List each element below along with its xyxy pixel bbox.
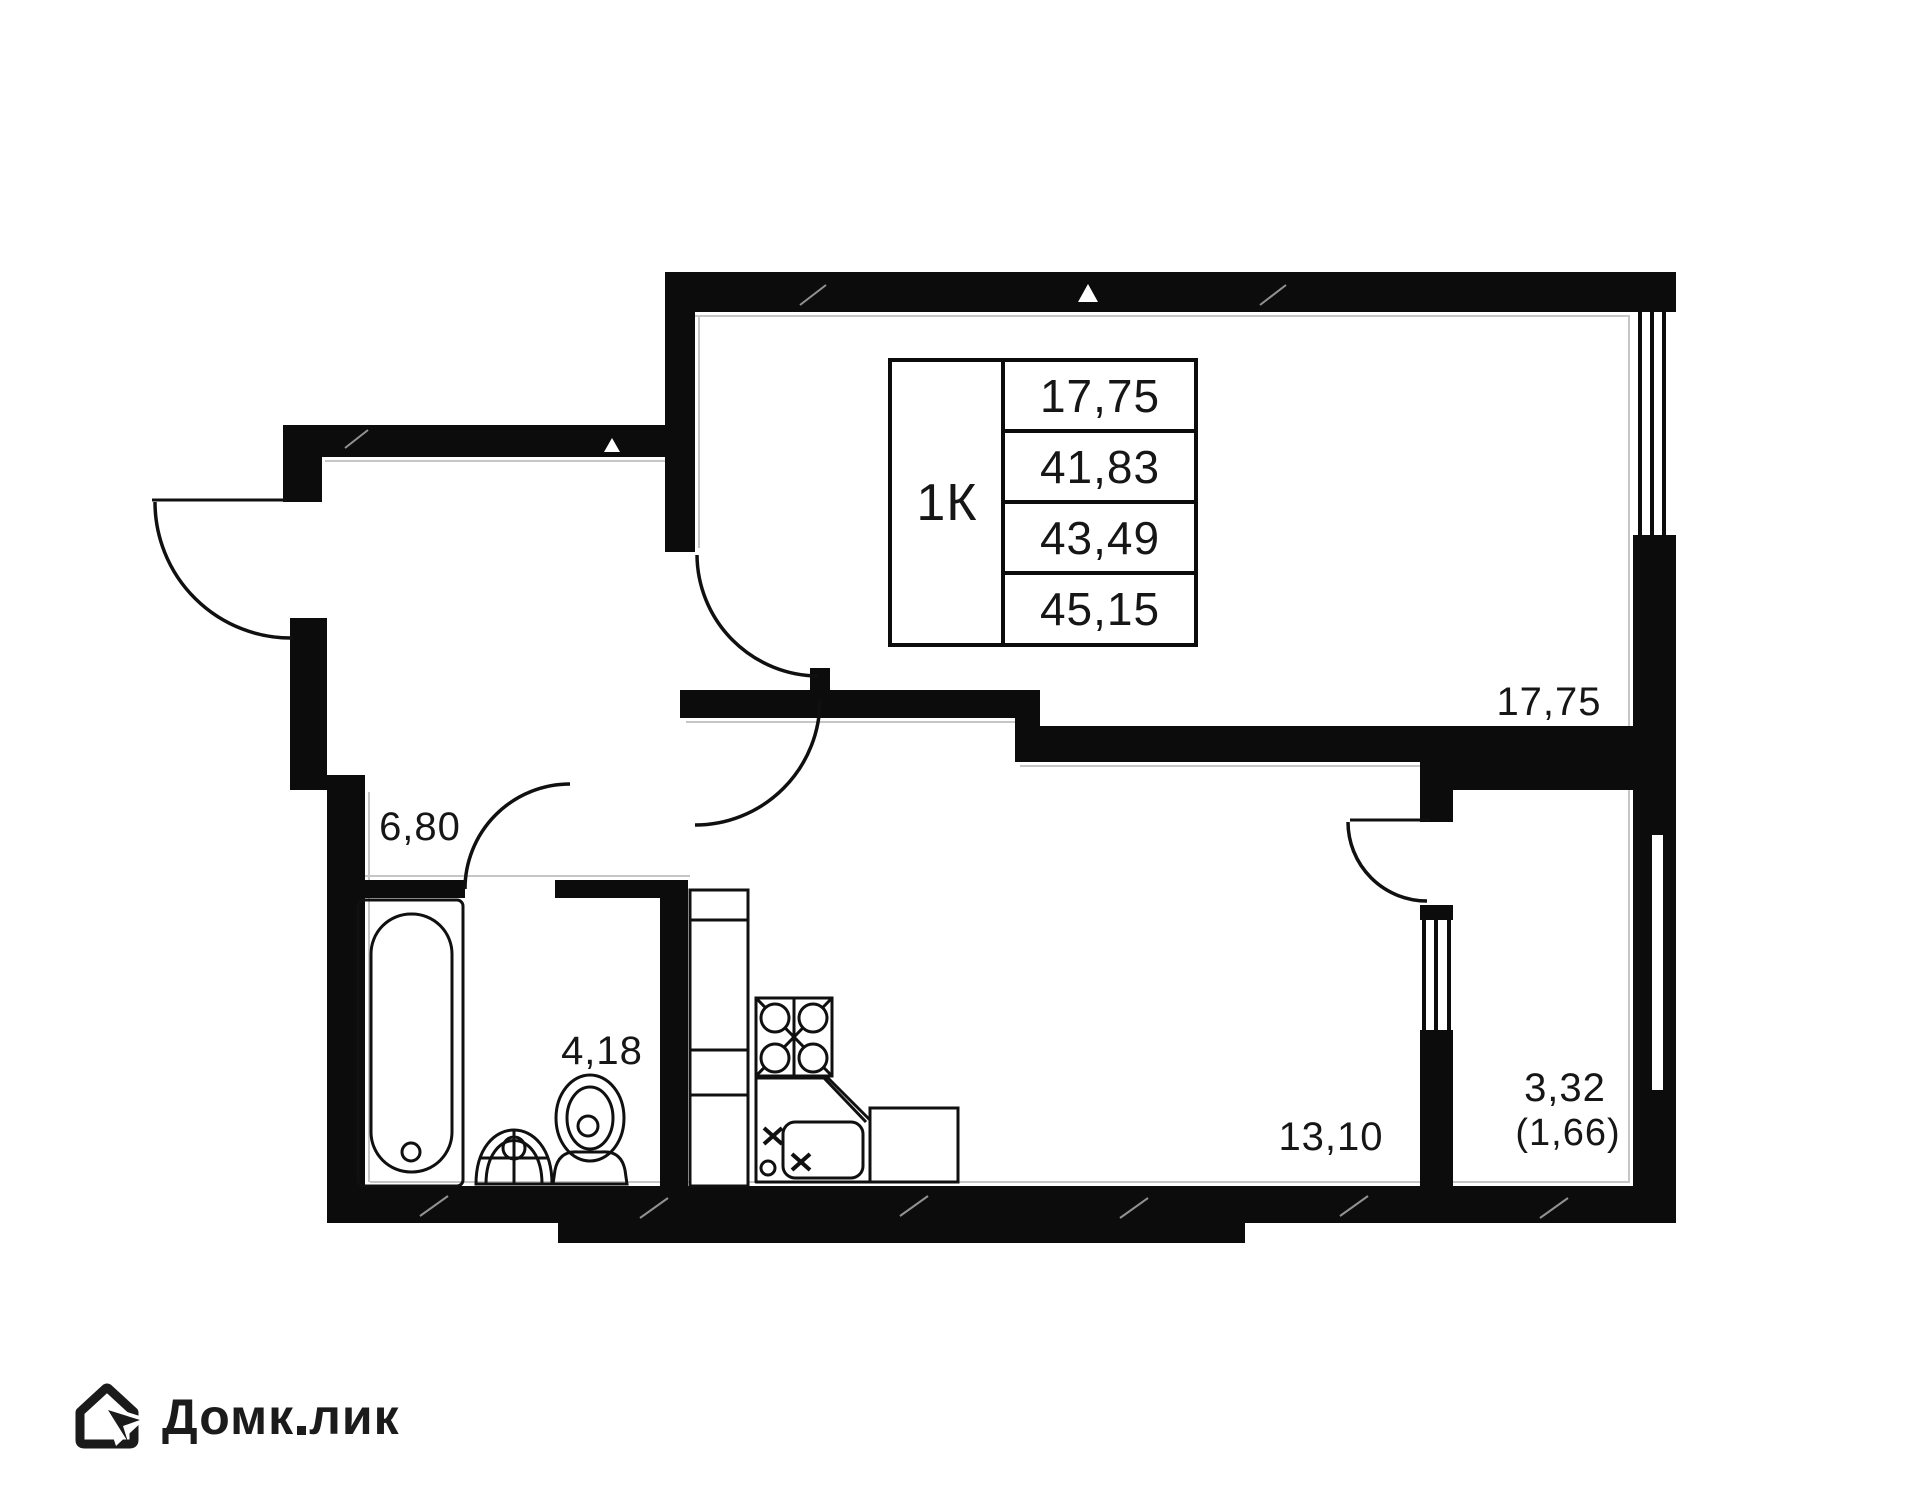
logo-text-part2: лик (309, 1389, 400, 1445)
domklik-logo: Домк лик (66, 1378, 400, 1456)
wall-bath-top-right (555, 880, 688, 898)
tap-marks (762, 1126, 812, 1172)
balcony-outer-window (1652, 835, 1663, 1090)
logo-text-part1: Домк (162, 1389, 295, 1445)
wall-balcony-lower (1420, 1030, 1453, 1186)
house-icon (75, 1383, 146, 1449)
table-value-row4: 45,15 (1040, 583, 1160, 635)
bathroom-fixtures (356, 898, 629, 1188)
wall-top (665, 272, 1676, 312)
table-value-row1: 17,75 (1040, 370, 1160, 422)
wall-hall-top (283, 425, 690, 457)
wall-balcony-win-cap-top (1420, 905, 1453, 920)
table-value-row2: 41,83 (1040, 441, 1160, 493)
entrance-door-arc (153, 501, 294, 640)
livingroom-door-arc (695, 554, 819, 678)
wall-markers (344, 284, 1569, 1219)
kitchen-fixtures (688, 888, 960, 1188)
hallway-door-arc (694, 699, 822, 827)
kitchen-sink (754, 1076, 874, 1184)
wall-livingroom-left (665, 312, 695, 552)
kitchen-counter (688, 888, 750, 1188)
unit-type-label: 1К (916, 474, 977, 532)
room-label-balcony: 3,32 (1524, 1066, 1606, 1110)
table-value-row3: 43,49 (1040, 512, 1160, 564)
stove (754, 996, 834, 1078)
walls (283, 272, 1676, 1243)
bathroom-door-arc (463, 782, 571, 890)
windows (1422, 312, 1666, 1030)
room-label-balcony-reduced: (1,66) (1515, 1112, 1620, 1154)
unit-info-table: 1К 17,75 41,83 43,49 45,15 (888, 358, 1198, 647)
wall-bath-top-left (327, 880, 465, 898)
bathtub (356, 898, 465, 1188)
wall-triangle-marker (604, 438, 620, 452)
wall-balcony-top (1420, 726, 1676, 790)
wall-bath-right (660, 880, 688, 1186)
room-labels: 6,80 4,18 13,10 17,75 3,32 (1,66) (377, 678, 1622, 1161)
logo-dot (297, 1426, 307, 1435)
wall-mid-a (680, 690, 1040, 718)
doors (152, 498, 1430, 903)
wall-scratches (344, 284, 1569, 1219)
toilet (551, 1073, 629, 1186)
wall-bottom-step (558, 1223, 1245, 1243)
sink (474, 1128, 554, 1186)
room-label-living: 17,75 (1496, 680, 1601, 724)
wall-triangle-marker (1078, 284, 1098, 302)
balcony-door-arc (1346, 821, 1428, 903)
logo-text: Домк лик (162, 1392, 400, 1442)
room-label-kitchen: 13,10 (1278, 1115, 1383, 1159)
wall-bottom (327, 1186, 1676, 1223)
wall-hall-left (290, 618, 327, 790)
room-label-hallway: 6,80 (379, 805, 461, 849)
wall-hall-stub (283, 425, 322, 502)
counter-block (868, 1106, 960, 1184)
wall-balcony-jamb (1420, 726, 1453, 822)
room-label-bathroom: 4,18 (561, 1029, 643, 1073)
